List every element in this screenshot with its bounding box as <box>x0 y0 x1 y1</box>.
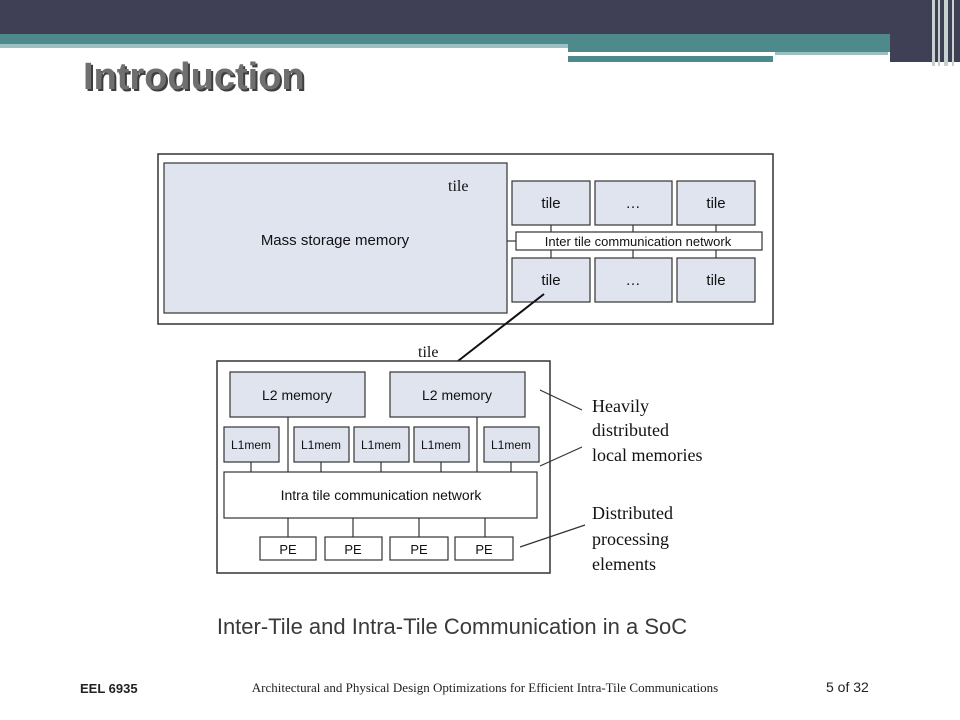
page-title: Introduction <box>83 56 305 98</box>
tile-box <box>594 180 673 226</box>
soc-diagram: tile Mass storage memory tile … tile Int… <box>157 153 774 574</box>
pe-4: PE <box>475 542 493 557</box>
l1-memory-box <box>293 426 350 463</box>
annotation-memories-2: distributed <box>592 420 669 440</box>
header-band <box>0 0 960 66</box>
pe-1: PE <box>279 542 297 557</box>
diagram-caption: Inter-Tile and Intra-Tile Communication … <box>216 614 688 639</box>
l2-memory-2: L2 memory <box>422 387 492 403</box>
intra-tile-network-label: Intra tile communication network <box>281 487 483 503</box>
annotation-processing-3: elements <box>592 554 656 574</box>
l1-memory-box <box>483 426 540 463</box>
l1-memory-1: L1mem <box>231 438 271 452</box>
l1-memory-2: L1mem <box>301 438 341 452</box>
l1-memory-box <box>353 426 410 463</box>
l2-memory-1: L2 memory <box>262 387 332 403</box>
page-number: 5 of 32 <box>826 679 869 695</box>
l1-memory-5: L1mem <box>491 438 531 452</box>
chip-tile-label: tile <box>448 178 468 195</box>
tile-top-3: tile <box>706 195 725 212</box>
tile-top-2: … <box>626 195 641 212</box>
pe-2: PE <box>344 542 362 557</box>
tile-bottom-2: … <box>626 272 641 289</box>
mass-storage-box <box>163 162 508 314</box>
tile-top-1: tile <box>541 195 560 212</box>
zoom-connector <box>457 293 545 362</box>
annotation-line <box>539 446 583 467</box>
l2-memory-box <box>229 371 366 418</box>
l2-memory-box <box>389 371 526 418</box>
tile-bottom-3: tile <box>706 272 725 289</box>
pe-box <box>454 536 514 561</box>
annotation-memories-1: Heavily <box>592 396 649 416</box>
tile-bottom-1: tile <box>541 272 560 289</box>
l1-memory-3: L1mem <box>361 438 401 452</box>
tile-box <box>676 257 756 303</box>
annotation-line <box>539 389 583 411</box>
pe-box <box>324 536 383 561</box>
annotation-line <box>519 524 586 548</box>
mass-storage-label: Mass storage memory <box>261 232 410 249</box>
l1-memory-4: L1mem <box>421 438 461 452</box>
footer-title: Architectural and Physical Design Optimi… <box>251 680 719 695</box>
inter-tile-network-box <box>515 231 763 251</box>
annotation-memories-3: local memories <box>592 445 702 465</box>
pe-3: PE <box>410 542 428 557</box>
course-code: EEL 6935 <box>80 681 138 696</box>
annotation-processing-2: processing <box>592 529 669 549</box>
tile-box <box>594 257 673 303</box>
tile-detail-label: tile <box>418 344 438 361</box>
pe-box <box>389 536 449 561</box>
tile-box <box>511 257 591 303</box>
pe-box <box>259 536 317 561</box>
intra-tile-network-box <box>223 471 538 519</box>
inter-tile-network-label: Inter tile communication network <box>545 234 732 249</box>
annotation-processing-1: Distributed <box>592 503 673 523</box>
